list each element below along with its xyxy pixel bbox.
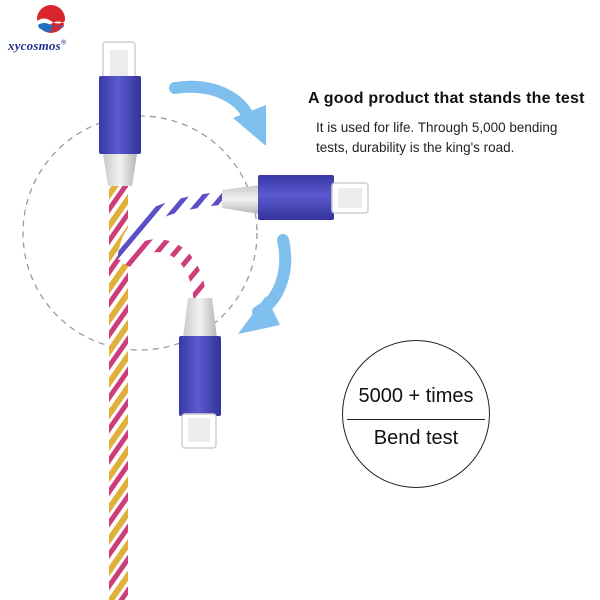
badge-divider <box>347 419 485 420</box>
bend-arrow-bottom-icon <box>238 234 292 334</box>
description: It is used for life. Through 5,000 bendi… <box>316 120 558 155</box>
registered-mark: ® <box>60 38 67 47</box>
badge-bottom-text: Bend test <box>373 427 459 449</box>
brand-name-text: xycosmos <box>8 38 61 53</box>
bend-arrow-top-icon <box>169 80 266 146</box>
badge-top-text: 5000 + times <box>358 385 474 407</box>
headline: A good product that stands the test <box>308 90 585 107</box>
main-cable <box>109 185 128 600</box>
top-connector <box>99 41 141 186</box>
right-connector <box>222 175 369 220</box>
bent-cable-down <box>120 239 207 301</box>
brand-logo: xycosmos® <box>4 4 104 56</box>
bend-test-badge: 5000 + times Bend test <box>342 340 490 488</box>
bent-cable-horizontal <box>117 191 226 261</box>
logo-mark-icon <box>37 5 65 33</box>
lower-connector <box>179 298 221 449</box>
brand-name: xycosmos® <box>8 38 66 54</box>
